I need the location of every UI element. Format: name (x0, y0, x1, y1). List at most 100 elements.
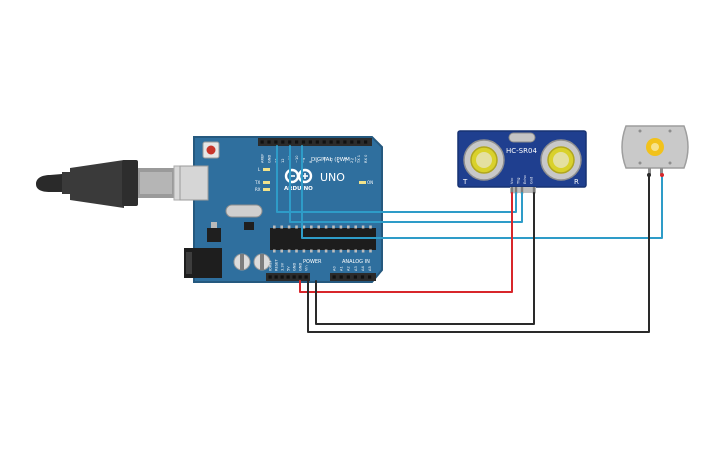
sensor-pin-label: Vcc (510, 178, 514, 184)
power-header-hole[interactable] (280, 275, 284, 279)
power-header-hole[interactable] (274, 275, 278, 279)
analog-pin-label: A2 (347, 266, 351, 271)
analog-header-hole[interactable] (368, 275, 372, 279)
power-pin-label: 3.3V (281, 262, 285, 271)
wire-vcc-red[interactable] (299, 192, 513, 293)
ic-pin (339, 225, 343, 229)
analog-header-hole[interactable] (353, 275, 357, 279)
sensor-pin-label: Trig (517, 178, 521, 185)
arduino-logo-icon (284, 168, 313, 184)
smd-chip (244, 222, 254, 230)
digital-pin-label: ~3 (343, 158, 347, 163)
usb-port (179, 165, 209, 201)
wire-gnd-sensor-black[interactable] (315, 192, 535, 325)
power-header-hole[interactable] (286, 275, 290, 279)
digital-header-hole[interactable] (350, 140, 354, 144)
digital-header-hole[interactable] (295, 140, 299, 144)
analog-header[interactable] (330, 273, 376, 281)
digital-header-hole[interactable] (301, 140, 306, 144)
arduino-logo-text: ARDUINO (284, 186, 313, 192)
digital-pin-label: 2 (350, 161, 354, 163)
ic-pin (302, 249, 306, 253)
ic-pin (354, 249, 357, 253)
ic-pin (287, 249, 291, 253)
motor-terminal-2[interactable] (660, 168, 663, 174)
ic-pin (361, 225, 365, 229)
dc-motor[interactable] (621, 125, 689, 174)
digital-header[interactable] (258, 138, 372, 146)
led-rx-label: RX (255, 187, 261, 192)
power-pin-label: IOREF (269, 260, 273, 271)
digital-pin-label: 4 (336, 160, 340, 163)
digital-header-hole[interactable] (260, 140, 264, 144)
digital-header-hole[interactable] (315, 140, 319, 144)
power-header-hole[interactable] (304, 275, 308, 279)
analog-pin-label: A1 (340, 266, 344, 271)
sensor-mark-t: T (462, 178, 468, 186)
power-header-hole[interactable] (298, 275, 302, 279)
digital-pin-label: 12 (281, 158, 285, 163)
digital-header-hole[interactable] (274, 140, 278, 144)
sensor-pin[interactable] (520, 187, 524, 194)
sensor-pin[interactable] (510, 187, 514, 194)
analog-header-hole[interactable] (360, 275, 365, 279)
digital-header-hole[interactable] (281, 140, 285, 144)
power-label: POWER (303, 259, 322, 265)
voltage-regulator (207, 228, 221, 242)
analog-header-hole[interactable] (346, 275, 350, 279)
digital-pin-label: RX 0 (364, 154, 368, 163)
ic-pin (324, 225, 328, 229)
analog-pin-label: A5 (368, 266, 372, 271)
digital-pin-label: ~6 (323, 157, 327, 163)
wire-echo-blue[interactable] (289, 145, 523, 223)
crystal-oscillator (225, 204, 263, 218)
power-header-hole[interactable] (268, 275, 272, 279)
wire-motor-signal-blue[interactable] (301, 145, 663, 239)
motor-terminal-1[interactable] (648, 168, 651, 174)
digital-header-hole[interactable] (267, 140, 271, 144)
receiver-transducer (540, 139, 582, 181)
ic-pin (332, 225, 335, 229)
digital-header-hole[interactable] (364, 140, 368, 144)
digital-label: DIGITAL (PWM~) (311, 157, 357, 163)
sensor-pin[interactable] (514, 187, 518, 194)
digital-header-hole[interactable] (308, 140, 312, 144)
ic-pin (332, 249, 335, 253)
wire-trig-blue[interactable] (276, 145, 517, 213)
power-pin-label: GND (293, 263, 297, 271)
sensor-mark-r: R (574, 178, 579, 186)
ic-pin (369, 249, 372, 253)
digital-header-hole[interactable] (329, 140, 333, 144)
power-header-hole[interactable] (292, 275, 296, 279)
digital-header-hole[interactable] (336, 140, 340, 144)
ic-pin (324, 249, 328, 253)
digital-pin-label: 7 (316, 161, 320, 163)
digital-pin-label: ~5 (330, 158, 334, 163)
led-on-label: ON (367, 180, 373, 185)
digital-header-hole[interactable] (357, 140, 361, 144)
ic-pin (295, 249, 298, 253)
digital-pin-label: ~9 (302, 157, 306, 163)
digital-header-hole[interactable] (288, 140, 292, 144)
sensor-pin[interactable] (532, 187, 536, 194)
sensor-label: HC-SR04 (506, 147, 537, 155)
reset-button-cap[interactable] (206, 145, 216, 155)
usb-cable-icon[interactable] (36, 160, 199, 208)
sensor-crystal (508, 132, 536, 143)
sensor-pin-label: Gnd (530, 177, 534, 184)
analog-header-hole[interactable] (339, 275, 343, 279)
analog-pin-label: A4 (361, 266, 365, 271)
digital-header-hole[interactable] (343, 140, 347, 144)
led-tx (263, 181, 270, 184)
analog-header-hole[interactable] (332, 275, 336, 279)
wire-gnd-motor-black[interactable] (307, 175, 650, 333)
motor-terminal-red-marker (660, 173, 664, 177)
digital-header-hole[interactable] (322, 140, 326, 144)
ic-pin (273, 225, 276, 229)
ic-pin (317, 225, 320, 229)
